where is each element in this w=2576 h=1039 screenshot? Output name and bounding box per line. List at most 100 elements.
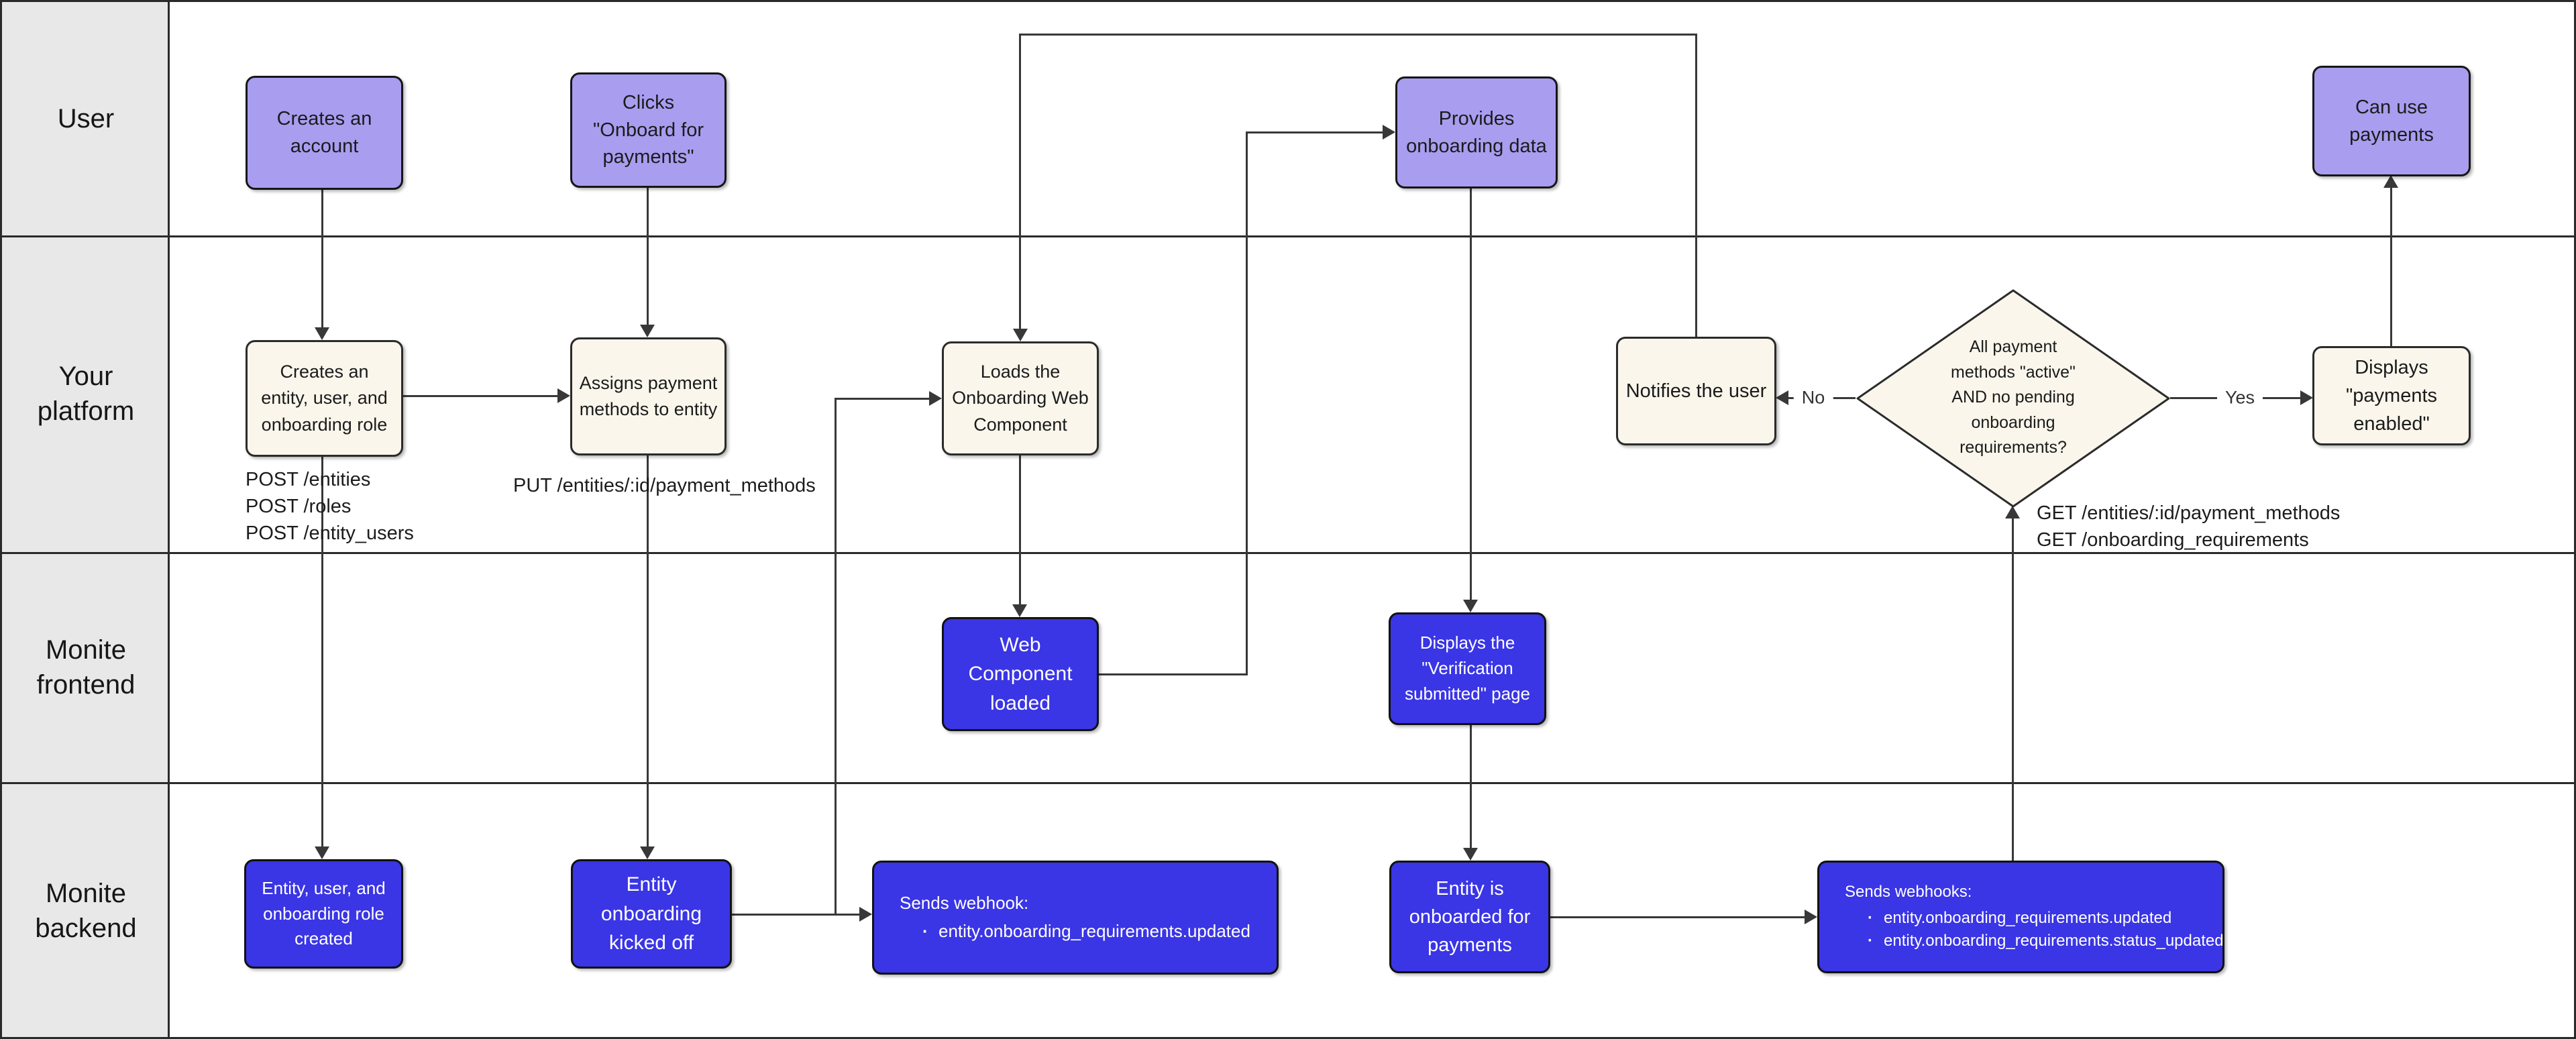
- node-onboarding-kicked-off: Entity onboarding kicked off: [571, 859, 732, 969]
- node-decision-diamond: [1856, 289, 2170, 508]
- lane-separator-1: [2, 235, 2574, 237]
- edge-notifies-loop-v-right: [1695, 34, 1697, 337]
- edge-account-to-entity: [321, 190, 323, 329]
- edge-webhooks-to-decision: [2012, 518, 2014, 861]
- lane-label-user: User: [2, 2, 170, 235]
- lane-label-your-platform-text: Your platform: [37, 362, 135, 426]
- api-label-post-roles: POST /roles: [246, 496, 352, 517]
- api-label-post-group: POST /entities POST /roles POST /entity_…: [246, 466, 414, 547]
- webhooks-multi-list: entity.onboarding_requirements.updated e…: [1845, 907, 2224, 954]
- edge-clicks-to-assigns-arrow: [640, 325, 655, 337]
- edge-label-yes: Yes: [2216, 386, 2263, 410]
- edge-label-no-text: No: [1801, 387, 1825, 408]
- lane-separator-3: [2, 782, 2574, 784]
- edge-kickoff-to-loads-arrow: [929, 391, 942, 406]
- node-displays-verification-label: Displays the "Verification submitted" pa…: [1404, 633, 1530, 704]
- api-label-put-text: PUT /entities/:id/payment_methods: [513, 475, 816, 496]
- node-provides-data: Provides onboarding data: [1395, 76, 1558, 188]
- webhook-single-list: entity.onboarding_requirements.updated: [900, 919, 1250, 944]
- lane-label-monite-backend-text: Monite backend: [35, 878, 137, 943]
- webhook-single-title: Sends webhook:: [900, 893, 1029, 914]
- node-webhooks-multi-content: Sends webhooks: entity.onboarding_requir…: [1845, 881, 2224, 953]
- api-label-get-onboarding-requirements: GET /onboarding_requirements: [2037, 529, 2309, 551]
- edge-kickoff-to-webhook-arrow: [859, 907, 872, 922]
- edge-account-to-entity-arrow: [315, 327, 329, 340]
- node-displays-enabled-label: Displays "payments enabled": [2345, 356, 2438, 435]
- node-entity-onboarded: Entity is onboarded for payments: [1389, 861, 1550, 973]
- edge-label-yes-text: Yes: [2224, 387, 2255, 408]
- edge-assigns-to-kickoff: [647, 455, 649, 846]
- edge-kickoff-to-webhook: [732, 914, 859, 916]
- decision-diamond-shape: [1856, 289, 2170, 508]
- node-onboarding-kicked-off-label: Entity onboarding kicked off: [600, 873, 702, 954]
- edge-loaded-to-provides-arrow: [1383, 125, 1395, 140]
- node-creates-account: Creates an account: [246, 76, 403, 190]
- edge-kickoff-to-loads-horizontal: [835, 398, 929, 400]
- edge-onboarded-to-webhooks: [1550, 916, 1805, 918]
- edge-verification-to-onboarded: [1470, 725, 1472, 848]
- node-assigns-payment-methods: Assigns payment methods to entity: [570, 337, 727, 455]
- node-notifies-user: Notifies the user: [1616, 337, 1776, 445]
- node-provides-data-label: Provides onboarding data: [1406, 107, 1547, 157]
- lane-label-monite-frontend-text: Monite frontend: [36, 635, 136, 700]
- webhook-single-item-0: entity.onboarding_requirements.updated: [900, 919, 1250, 944]
- edge-provides-to-verification-arrow: [1463, 600, 1478, 612]
- edge-decision-no-arrow: [1776, 390, 1788, 405]
- node-clicks-onboard: Clicks "Onboard for payments": [570, 72, 727, 188]
- edge-clicks-to-assigns: [647, 188, 649, 325]
- node-loads-onboarding-label: Loads the Onboarding Web Component: [952, 362, 1089, 435]
- lane-header-column: [2, 2, 170, 1037]
- node-creates-entity: Creates an entity, user, and onboarding …: [246, 340, 403, 457]
- webhooks-multi-item-1: entity.onboarding_requirements.status_up…: [1845, 930, 2224, 953]
- edge-enabled-to-canuse-arrow: [2383, 175, 2398, 188]
- edge-notifies-loop-h: [1019, 34, 1697, 36]
- webhooks-multi-title: Sends webhooks:: [1845, 882, 1972, 901]
- api-label-post-entities: POST /entities: [246, 469, 371, 490]
- edge-provides-to-verification: [1470, 188, 1472, 600]
- api-label-get-group: GET /entities/:id/payment_methods GET /o…: [2037, 500, 2340, 553]
- node-web-component-loaded-label: Web Component loaded: [968, 633, 1073, 714]
- edge-decision-yes-arrow: [2300, 390, 2313, 405]
- node-decision-label-text: All payment methods "active" AND no pend…: [1951, 337, 2076, 457]
- node-notifies-user-label: Notifies the user: [1625, 380, 1767, 402]
- lane-label-monite-backend: Monite backend: [2, 782, 170, 1037]
- node-displays-enabled: Displays "payments enabled": [2312, 346, 2471, 445]
- lane-label-user-text: User: [57, 104, 115, 133]
- node-can-use-payments: Can use payments: [2312, 66, 2471, 176]
- node-assigns-payment-methods-label: Assigns payment methods to entity: [579, 372, 718, 419]
- edge-webhooks-to-decision-arrow: [2005, 506, 2020, 518]
- lane-label-monite-frontend: Monite frontend: [2, 552, 170, 782]
- edge-enabled-to-canuse: [2390, 188, 2392, 346]
- node-webhook-single-content: Sends webhook: entity.onboarding_require…: [900, 891, 1250, 944]
- node-creates-account-label: Creates an account: [276, 108, 372, 157]
- edge-notifies-loop-arrow: [1013, 329, 1028, 341]
- edge-entity-to-assigns: [403, 395, 557, 397]
- api-label-get-payment-methods: GET /entities/:id/payment_methods: [2037, 502, 2341, 524]
- node-webhooks-multi: Sends webhooks: entity.onboarding_requir…: [1817, 861, 2224, 973]
- edge-entity-to-created-arrow: [315, 846, 329, 859]
- node-clicks-onboard-label: Clicks "Onboard for payments": [592, 92, 704, 168]
- webhooks-multi-item-0: entity.onboarding_requirements.updated: [1845, 907, 2224, 930]
- edge-label-no: No: [1793, 386, 1833, 410]
- edge-loaded-to-provides-v: [1246, 131, 1248, 675]
- node-loads-onboarding: Loads the Onboarding Web Component: [942, 341, 1099, 455]
- api-label-post-entity-users: POST /entity_users: [246, 523, 414, 544]
- edge-notifies-loop-v-left: [1019, 34, 1021, 329]
- edge-loads-to-loaded: [1019, 455, 1021, 604]
- edge-kickoff-to-loads-vertical: [835, 399, 837, 915]
- node-web-component-loaded: Web Component loaded: [942, 617, 1099, 731]
- edge-loaded-to-provides-h1: [1099, 673, 1248, 675]
- edge-entity-to-assigns-arrow: [557, 388, 570, 403]
- node-webhook-single: Sends webhook: entity.onboarding_require…: [872, 861, 1279, 975]
- edge-entity-to-created: [321, 457, 323, 846]
- node-creates-entity-label: Creates an entity, user, and onboarding …: [261, 362, 388, 435]
- lane-separator-2: [2, 552, 2574, 554]
- node-displays-verification: Displays the "Verification submitted" pa…: [1389, 612, 1546, 725]
- node-entity-created-label: Entity, user, and onboarding role create…: [262, 877, 386, 949]
- node-decision-label: All payment methods "active" AND no pend…: [1939, 317, 2087, 478]
- edge-loaded-to-provides-h2: [1246, 131, 1383, 133]
- node-can-use-payments-label: Can use payments: [2349, 96, 2434, 146]
- edge-loads-to-loaded-arrow: [1012, 604, 1027, 617]
- node-entity-created: Entity, user, and onboarding role create…: [244, 859, 403, 969]
